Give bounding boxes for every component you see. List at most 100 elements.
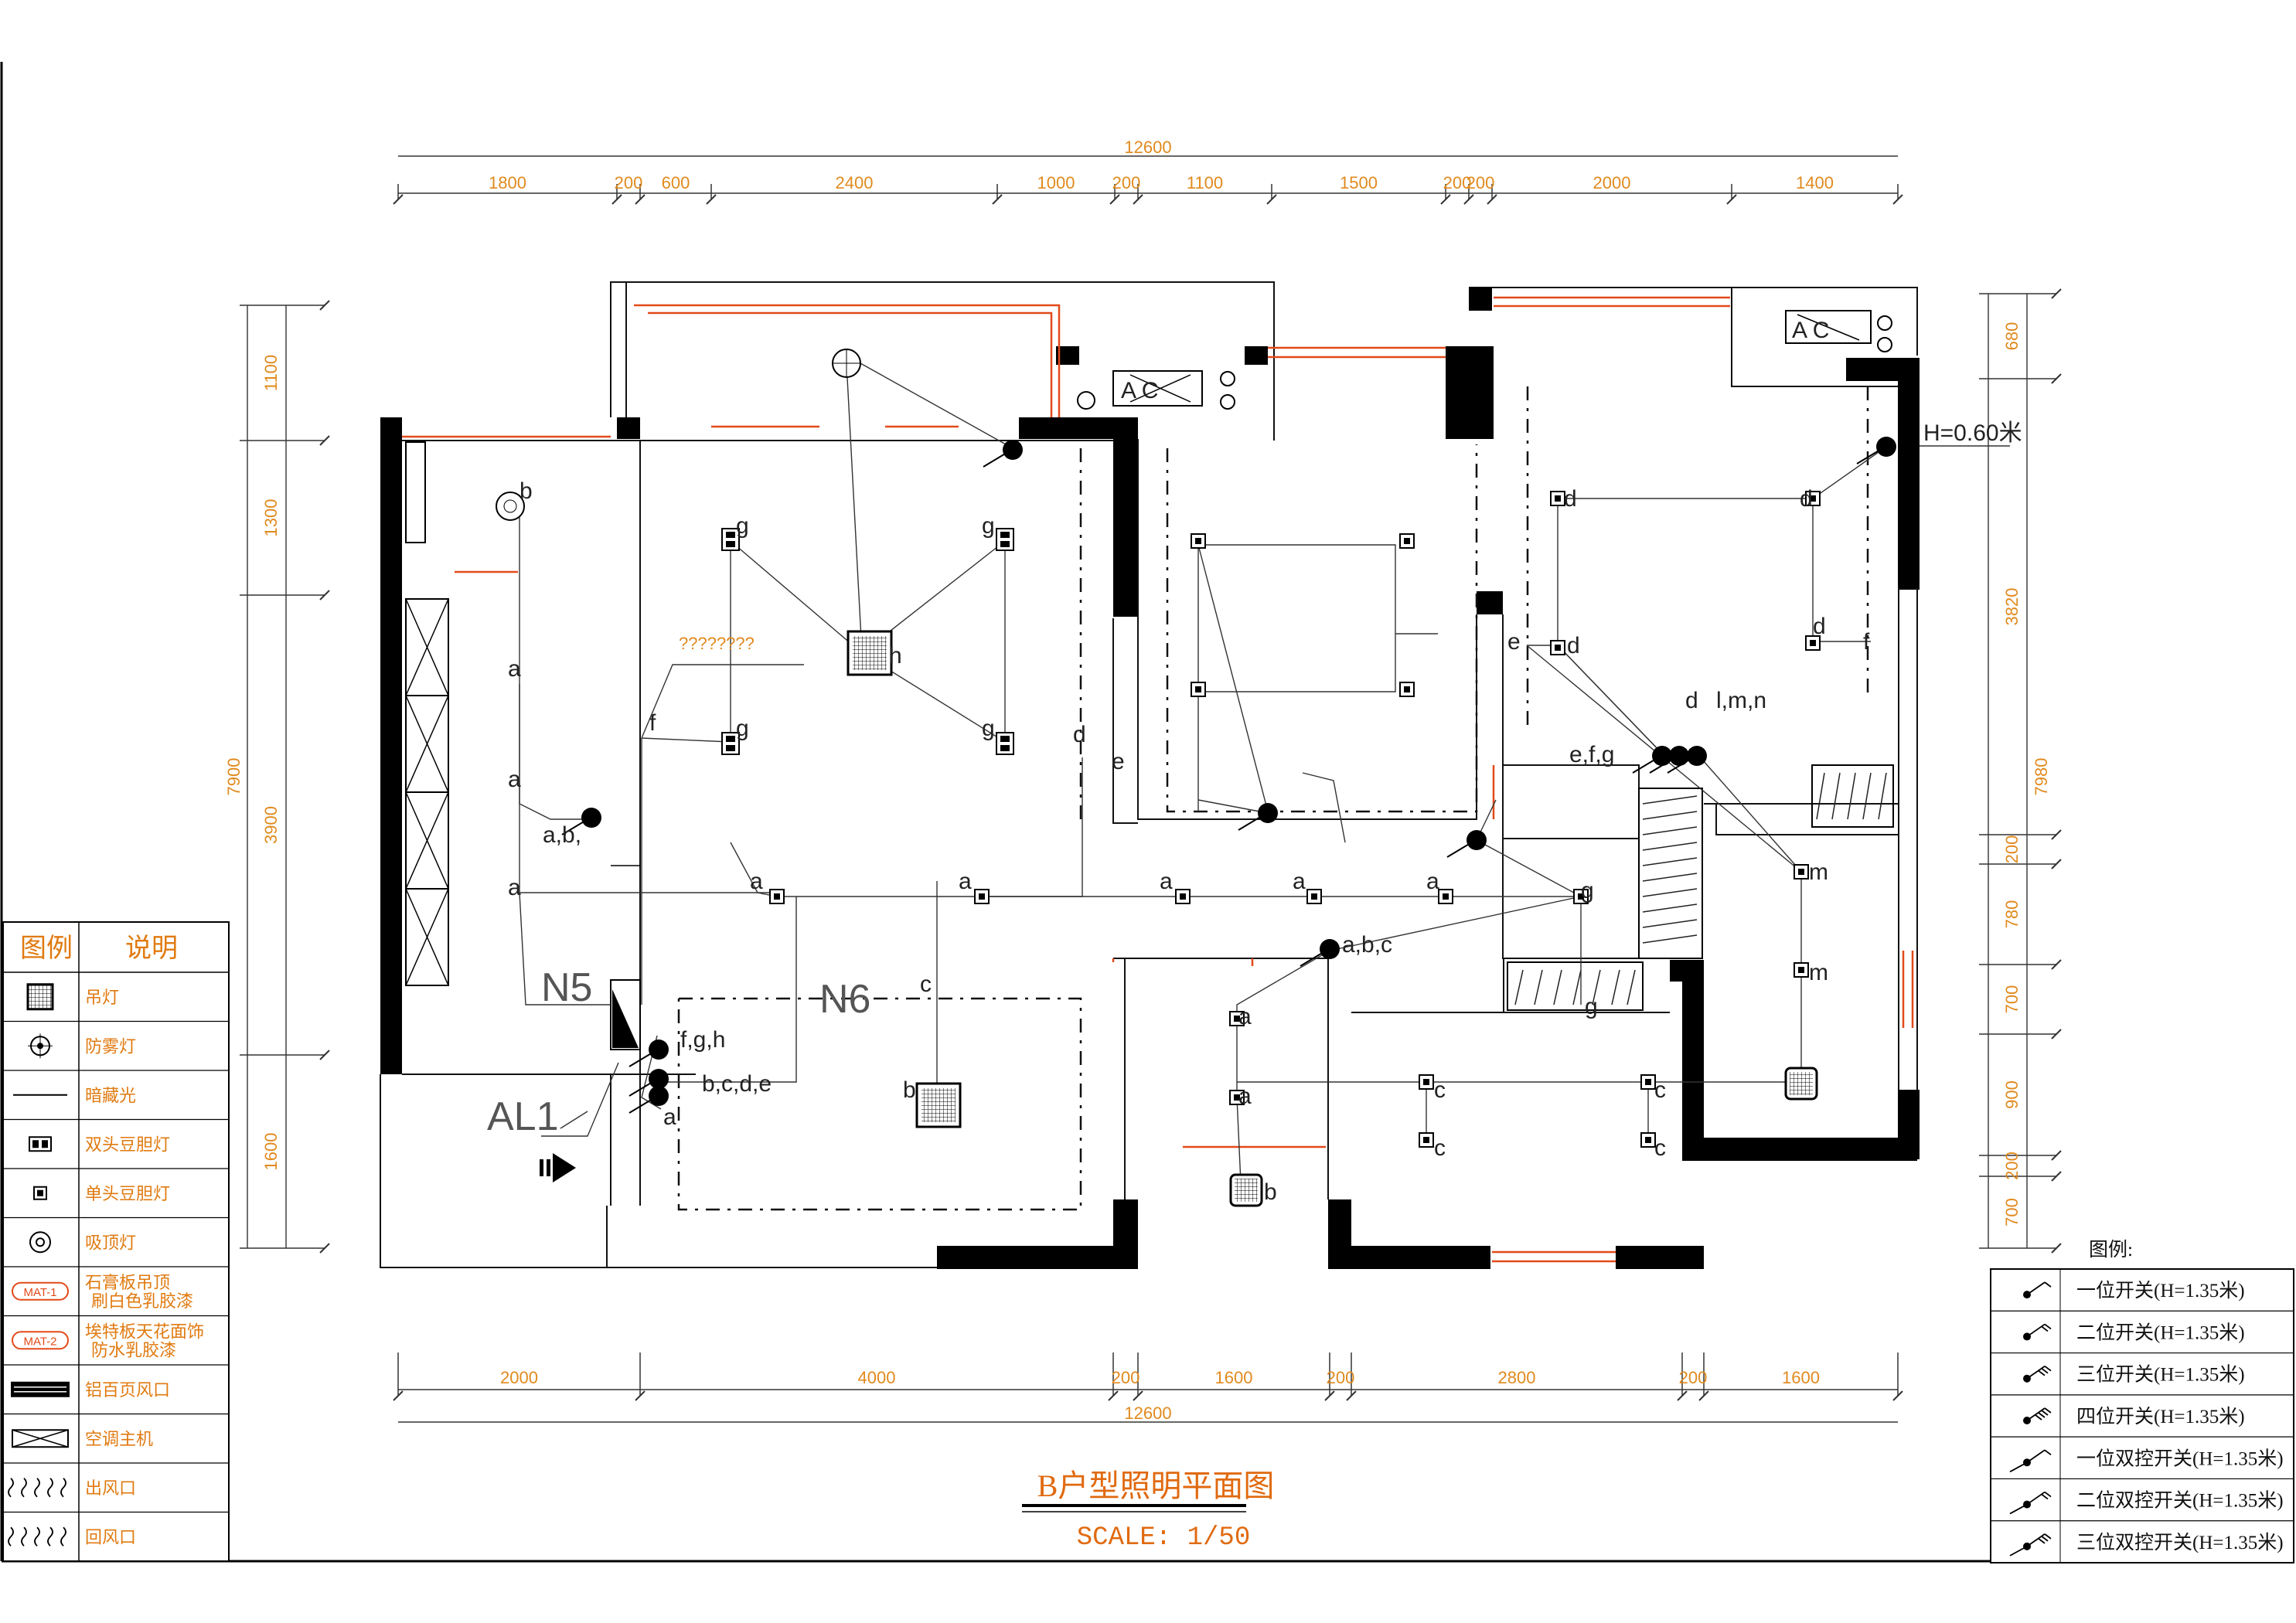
pendant-lamp-2	[915, 1082, 962, 1128]
circuit-tag: a	[959, 869, 972, 894]
bottom-total-dimension: 12600	[1124, 1404, 1171, 1423]
wall-switch	[561, 808, 601, 835]
legend-label-line2: 防水乳胶漆	[91, 1340, 176, 1359]
switch-legend-label: 四位开关(H=1.35米)	[2076, 1406, 2245, 1427]
double-spotlight	[996, 732, 1014, 755]
dimension-label: 2800	[1498, 1368, 1536, 1387]
circuit-tag: a	[508, 875, 521, 900]
switch-legend-label: 一位双控开关(H=1.35米)	[2076, 1448, 2284, 1469]
supply-vent-icon	[8, 1478, 66, 1498]
dual-switch-2-icon	[2009, 1491, 2052, 1515]
dimension-label: 1300	[261, 499, 281, 537]
louver-vent-icon	[11, 1381, 70, 1397]
legend-label-line2: 刷白色乳胶漆	[91, 1291, 193, 1311]
single-spotlight	[1399, 682, 1415, 697]
svg-text:b,c,d,e: b,c,d,e	[702, 1071, 772, 1097]
legend-label: 防雾灯	[85, 1036, 136, 1056]
circuit-tag: e	[1507, 629, 1521, 655]
ceiling-lamp-icon	[29, 1231, 51, 1254]
return-vent-icon	[8, 1526, 66, 1546]
circuit-tag: c	[1434, 1077, 1446, 1103]
symbol-legend: 图例 说明 吊灯防雾灯暗藏光双头豆胆灯单头豆胆灯吸顶灯MAT-1石膏板吊顶刷白色…	[2, 921, 230, 1562]
ac-unit-2: A C	[1785, 310, 1892, 352]
pendant-lamp-icon	[26, 983, 54, 1011]
dimension-label: 2000	[1593, 173, 1631, 192]
legend-label: 铝百页风口	[85, 1380, 170, 1400]
dimension-label: 600	[662, 173, 690, 192]
circuit-tag: g	[736, 513, 749, 539]
drawing-title: B户型照明平面图	[1037, 1468, 1275, 1503]
switch-legend-label: 三位双控开关(H=1.35米)	[2076, 1532, 2284, 1553]
legend-label: 吊灯	[85, 988, 119, 1007]
double-spotlight	[721, 732, 740, 755]
drawing-title-block: B户型照明平面图 SCALE: 1/50	[1022, 1468, 1274, 1553]
dimension-label: 200	[1327, 1368, 1355, 1387]
circuit-tag: g	[1581, 878, 1594, 903]
single-spotlight	[1640, 1074, 1656, 1090]
dimension-label: 3900	[261, 806, 281, 844]
room-label-n5: N5	[541, 965, 592, 1010]
circuit-tag: d	[1800, 486, 1813, 512]
double-spotlight-icon	[29, 1136, 52, 1152]
single-spotlight	[1640, 1132, 1656, 1148]
ac-unit-icon	[12, 1429, 69, 1448]
single-spotlight	[769, 889, 785, 904]
dimension-label: 1500	[1340, 173, 1378, 192]
dimension-label: 200	[1112, 1368, 1140, 1387]
svg-text:A C: A C	[1792, 318, 1829, 343]
entry-arrow-icon	[540, 1153, 576, 1182]
single-spotlight	[1191, 533, 1206, 549]
room-label-n6: N6	[819, 977, 870, 1022]
switch-legend-label: 二位双控开关(H=1.35米)	[2076, 1490, 2284, 1512]
legend-label: 回风口	[85, 1527, 136, 1546]
circuit-tag: e	[1112, 749, 1125, 774]
legend-label: 单头豆胆灯	[85, 1184, 170, 1203]
fixtures	[496, 349, 1896, 1207]
single-spotlight	[1399, 533, 1415, 549]
circuit-tag: g	[982, 716, 995, 741]
top-total-dimension: 12600	[1124, 138, 1171, 157]
dimension-label: 200	[615, 173, 643, 192]
switch-legend-label: 三位开关(H=1.35米)	[2076, 1364, 2245, 1386]
wall-switch	[1238, 803, 1278, 831]
dimension-label: 700	[2002, 985, 2022, 1014]
pendant-lamp-1	[847, 630, 893, 676]
circuit-tag: a	[750, 869, 763, 894]
legend-header-symbol: 图例	[20, 934, 73, 963]
single-spotlight	[1794, 864, 1809, 880]
dimension-label: 200	[1467, 173, 1495, 192]
wall-switch	[1300, 939, 1340, 967]
single-spotlight	[1573, 889, 1589, 904]
circuit-tag: d	[1567, 633, 1580, 658]
wall-switch	[983, 440, 1023, 468]
dimension-label: 1100	[261, 355, 281, 391]
dimension-label: 1400	[1796, 173, 1834, 192]
dimension-label: 200	[2002, 1152, 2022, 1180]
circuit-tag: a	[1238, 1004, 1252, 1029]
switch-legend-title: 图例:	[2089, 1239, 2133, 1261]
wall-switch	[1856, 437, 1896, 464]
circuit-tag: b	[903, 1077, 916, 1103]
dimension-label: 2000	[500, 1368, 538, 1387]
dimension-label: 1600	[1782, 1368, 1820, 1387]
single-spotlight	[1191, 682, 1206, 697]
unknown-label: ????????	[679, 634, 755, 653]
ac-unit-1: A C	[1077, 370, 1235, 410]
dimension-label: 200	[1443, 173, 1472, 192]
dimension-label: 900	[2002, 1080, 2022, 1109]
svg-text:MAT-2: MAT-2	[23, 1335, 56, 1348]
circuit-tag: f	[649, 710, 656, 736]
left-total-dimension: 7900	[224, 758, 244, 796]
height-note: H=0.60米	[1923, 420, 2022, 446]
circuit-tag: c	[920, 971, 932, 997]
legend-label: 吸顶灯	[85, 1233, 136, 1252]
single-spotlight	[1438, 889, 1453, 904]
circuit-tag: d	[1073, 722, 1086, 747]
circuit-tag: a	[508, 767, 521, 792]
dimension-label: 200	[1112, 173, 1141, 192]
right-total-dimension: 7980	[2032, 758, 2051, 796]
pendant-lamp-4	[1784, 1067, 1818, 1101]
